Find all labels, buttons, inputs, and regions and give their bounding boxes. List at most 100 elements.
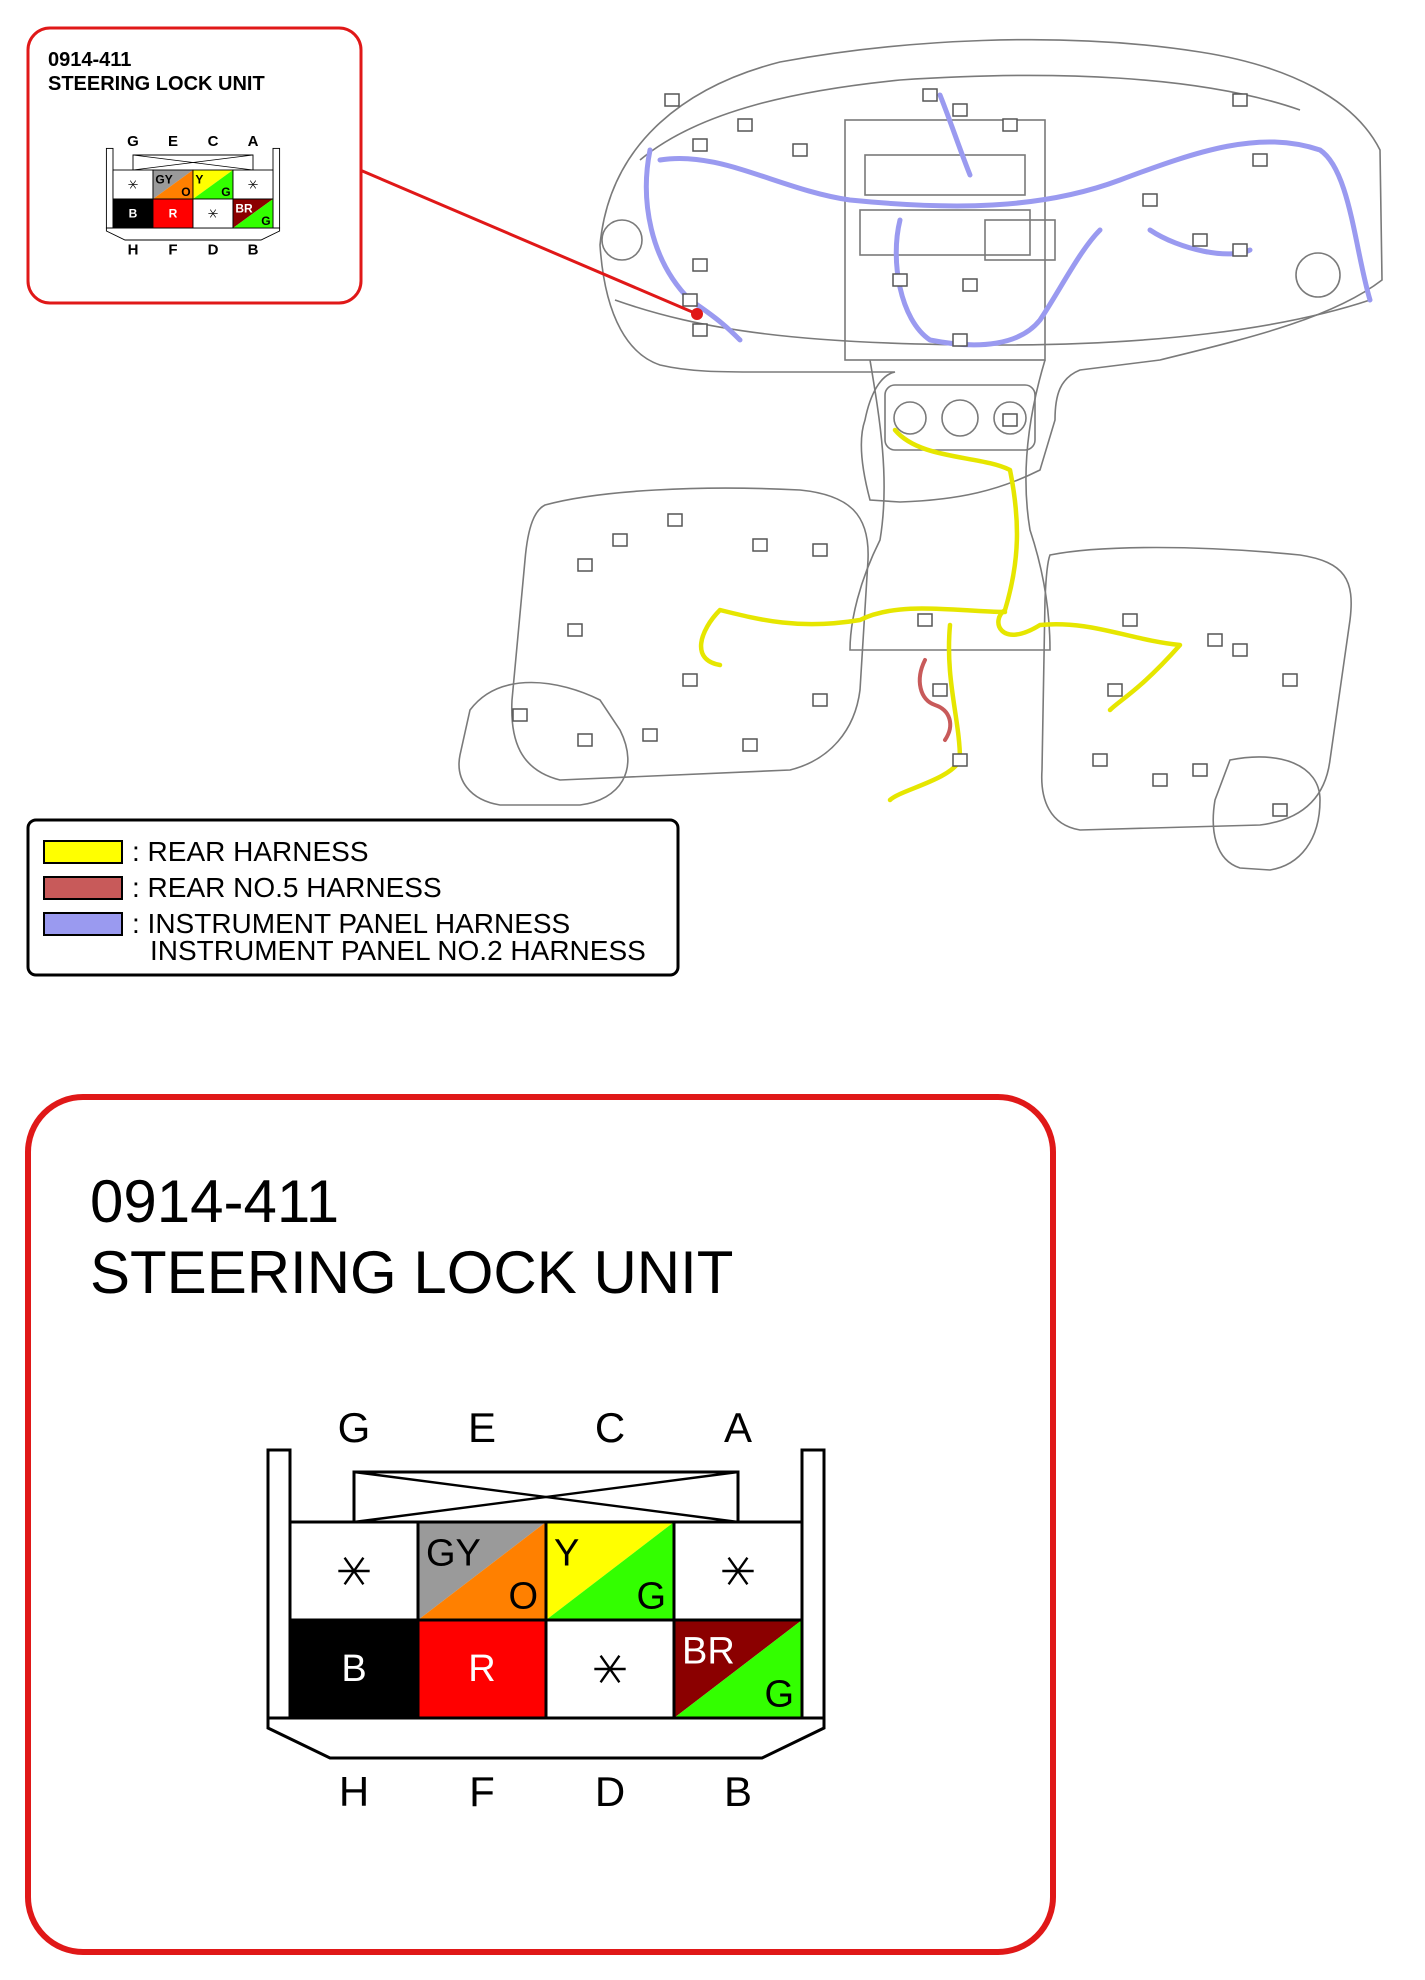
harness-connector xyxy=(952,753,968,767)
harness-connector xyxy=(952,333,968,347)
harness-connector xyxy=(1232,243,1248,257)
pin-label-bottom: D xyxy=(595,1768,625,1815)
asterisk-icon xyxy=(208,209,218,218)
pin-cavity: YG xyxy=(544,1520,676,1622)
legend-swatch xyxy=(43,912,123,936)
rear-harness-down xyxy=(887,622,963,803)
pin-label-top: G xyxy=(127,133,139,150)
housing-post-left xyxy=(105,147,114,229)
pin-cavity xyxy=(112,169,154,200)
steering-lock-marker xyxy=(691,308,703,320)
wire-color-label: O xyxy=(508,1575,538,1617)
left-seat-cushion xyxy=(458,681,629,806)
harness-connector xyxy=(1142,193,1158,207)
connector-name-large: STEERING LOCK UNIT xyxy=(90,1239,733,1306)
pin-label-bottom: F xyxy=(168,241,177,258)
callout-box-small xyxy=(26,26,363,305)
harness-connector xyxy=(1002,413,1018,427)
rear-harness-left xyxy=(699,606,1008,668)
connector-code-small: 0914-411 xyxy=(48,49,131,71)
harness-connector xyxy=(577,733,593,747)
pin-cavity: B xyxy=(288,1618,420,1720)
climate-panel xyxy=(884,384,1036,451)
pin-cavity: BRG xyxy=(672,1618,804,1720)
pin-label-bottom: D xyxy=(208,241,219,258)
legend-box xyxy=(26,818,680,977)
wire-color-label: GY xyxy=(155,172,172,186)
legend-swatch xyxy=(43,876,123,900)
pin-cavity xyxy=(192,198,234,229)
harness-connector xyxy=(962,278,978,292)
pin-label-top: A xyxy=(248,133,259,150)
pin-cavity xyxy=(232,169,274,200)
harness-connector xyxy=(577,558,593,572)
asterisk-icon xyxy=(128,180,138,189)
harness-connector xyxy=(1122,613,1138,627)
clock-panel xyxy=(984,219,1056,261)
legend-swatch xyxy=(43,840,123,864)
pin-label-top: C xyxy=(208,133,219,150)
left-seat-outline xyxy=(510,487,869,781)
pin-cavity: B xyxy=(112,198,154,229)
harness-connector xyxy=(1002,118,1018,132)
pin-label-bottom: H xyxy=(128,241,139,258)
legend-label: : INSTRUMENT PANEL HARNESS xyxy=(132,908,570,939)
harness-connector xyxy=(792,143,808,157)
ip-harness-branch-top xyxy=(937,92,973,178)
ip-harness-main xyxy=(657,139,1373,303)
housing-bottom xyxy=(266,1716,826,1760)
pin-label-top: C xyxy=(595,1404,625,1451)
housing-post-right xyxy=(272,147,281,229)
harness-connector xyxy=(512,708,528,722)
harness-connector xyxy=(1207,633,1223,647)
wire-color-label: BR xyxy=(682,1630,735,1672)
legend-label: : REAR NO.5 HARNESS xyxy=(132,872,442,903)
harness-connector xyxy=(692,138,708,152)
asterisk-icon xyxy=(338,1556,370,1586)
harness-connector xyxy=(664,93,680,107)
pin-cavity: GYO xyxy=(152,169,194,200)
wire-color-label: G xyxy=(221,185,230,199)
harness-connector xyxy=(892,273,908,287)
harness-connector xyxy=(952,103,968,117)
harness-connector xyxy=(667,513,683,527)
asterisk-icon xyxy=(594,1654,626,1684)
wire-color-label: B xyxy=(341,1648,366,1690)
harness-connector xyxy=(1107,683,1123,697)
center-stack xyxy=(844,119,1046,361)
wire-color-label: BR xyxy=(235,201,253,215)
housing-bottom xyxy=(105,227,281,241)
ip-harness-branch-center xyxy=(893,217,1103,348)
wire-color-label: Y xyxy=(195,172,203,186)
rear-no5-harness xyxy=(917,658,953,742)
harness-connector xyxy=(1192,233,1208,247)
harness-connector xyxy=(1272,803,1288,817)
housing-post-left xyxy=(266,1448,292,1720)
harness-connector xyxy=(812,543,828,557)
harness-connector xyxy=(1192,763,1208,777)
harness-connector xyxy=(567,623,583,637)
ip-harness-left xyxy=(643,147,743,343)
harness-connector xyxy=(1232,93,1248,107)
harness-connector xyxy=(692,323,708,337)
harness-connector xyxy=(1232,643,1248,657)
lock-tab xyxy=(132,154,254,170)
dashboard-outline xyxy=(599,38,1383,503)
pin-cavity: BRG xyxy=(232,198,274,229)
right-seat-cushion xyxy=(1212,756,1321,871)
center-vent-panel xyxy=(859,209,1031,256)
harness-connector xyxy=(752,538,768,552)
wire-color-label: GY xyxy=(426,1532,481,1574)
connector-name-small: STEERING LOCK UNIT xyxy=(48,73,265,95)
pin-cavity xyxy=(288,1520,420,1622)
harness-connector xyxy=(917,613,933,627)
rear-harness xyxy=(699,427,1183,803)
lock-tab-cross xyxy=(353,1470,739,1524)
pin-label-top: E xyxy=(168,133,178,150)
wire-color-label: R xyxy=(169,207,178,221)
harness-connector xyxy=(692,258,708,272)
pin-label-bottom: F xyxy=(469,1768,495,1815)
